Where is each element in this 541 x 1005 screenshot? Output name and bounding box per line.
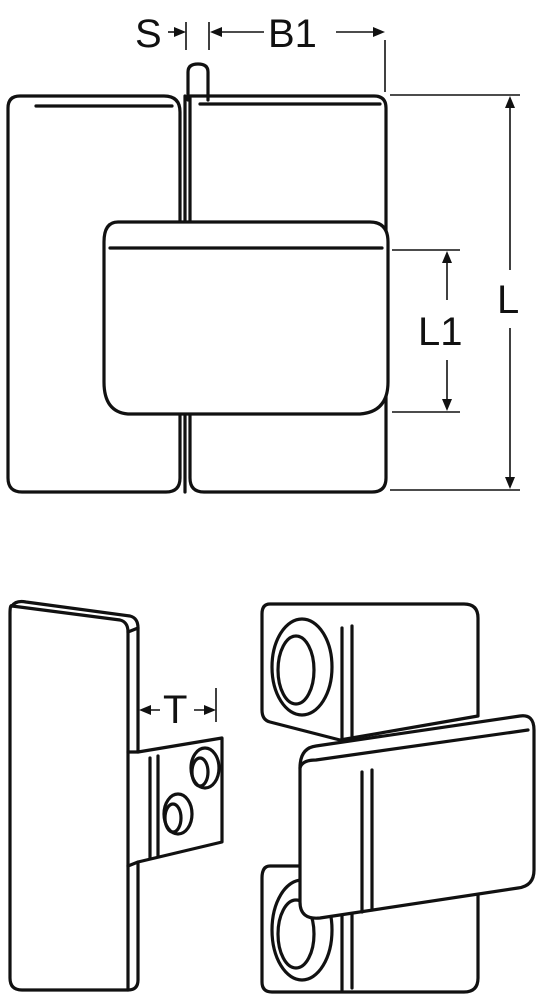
front-view	[6, 62, 390, 494]
dimension-label-t: T	[163, 688, 187, 732]
t-arrow-head-right	[204, 705, 216, 715]
left-hole-bottom-inner	[163, 802, 183, 834]
left-part-isometric	[8, 599, 224, 992]
dimension-label-s: S	[135, 12, 162, 56]
b1-arrow-head-left	[210, 27, 222, 37]
left-hole-top-inner	[190, 756, 210, 788]
l-arrow-head-top	[505, 96, 515, 108]
b1-arrow-head-right	[373, 27, 385, 37]
upper-hole	[270, 617, 334, 717]
t-arrow-head-left	[139, 705, 151, 715]
right-knuckle	[298, 714, 536, 920]
left-plate-edge	[10, 599, 224, 992]
dimension-label-b1: B1	[268, 12, 317, 56]
left-tab	[126, 750, 140, 868]
right-leaf	[188, 94, 388, 494]
l1-arrow-head-top	[442, 251, 452, 263]
l-arrow-head-bottom	[505, 477, 515, 489]
lower-hole-inner	[276, 898, 316, 970]
upper-hole-inner	[276, 634, 316, 706]
left-leaf	[6, 94, 182, 494]
left-plate-face	[8, 604, 130, 992]
right-knuckle-top-face	[298, 728, 530, 770]
dimension-label-l1: L1	[418, 310, 463, 354]
left-plate-corner	[126, 626, 140, 634]
s-arrow-head	[174, 27, 186, 37]
dimension-label-l: L	[497, 278, 519, 322]
top-tab	[186, 62, 210, 102]
l1-arrow-head-bottom	[442, 399, 452, 411]
right-part-isometric	[260, 602, 536, 994]
hinge-knuckle	[102, 220, 390, 416]
dimension-lines: S B1 L L1 T	[135, 12, 520, 732]
right-upper-block	[260, 602, 480, 742]
